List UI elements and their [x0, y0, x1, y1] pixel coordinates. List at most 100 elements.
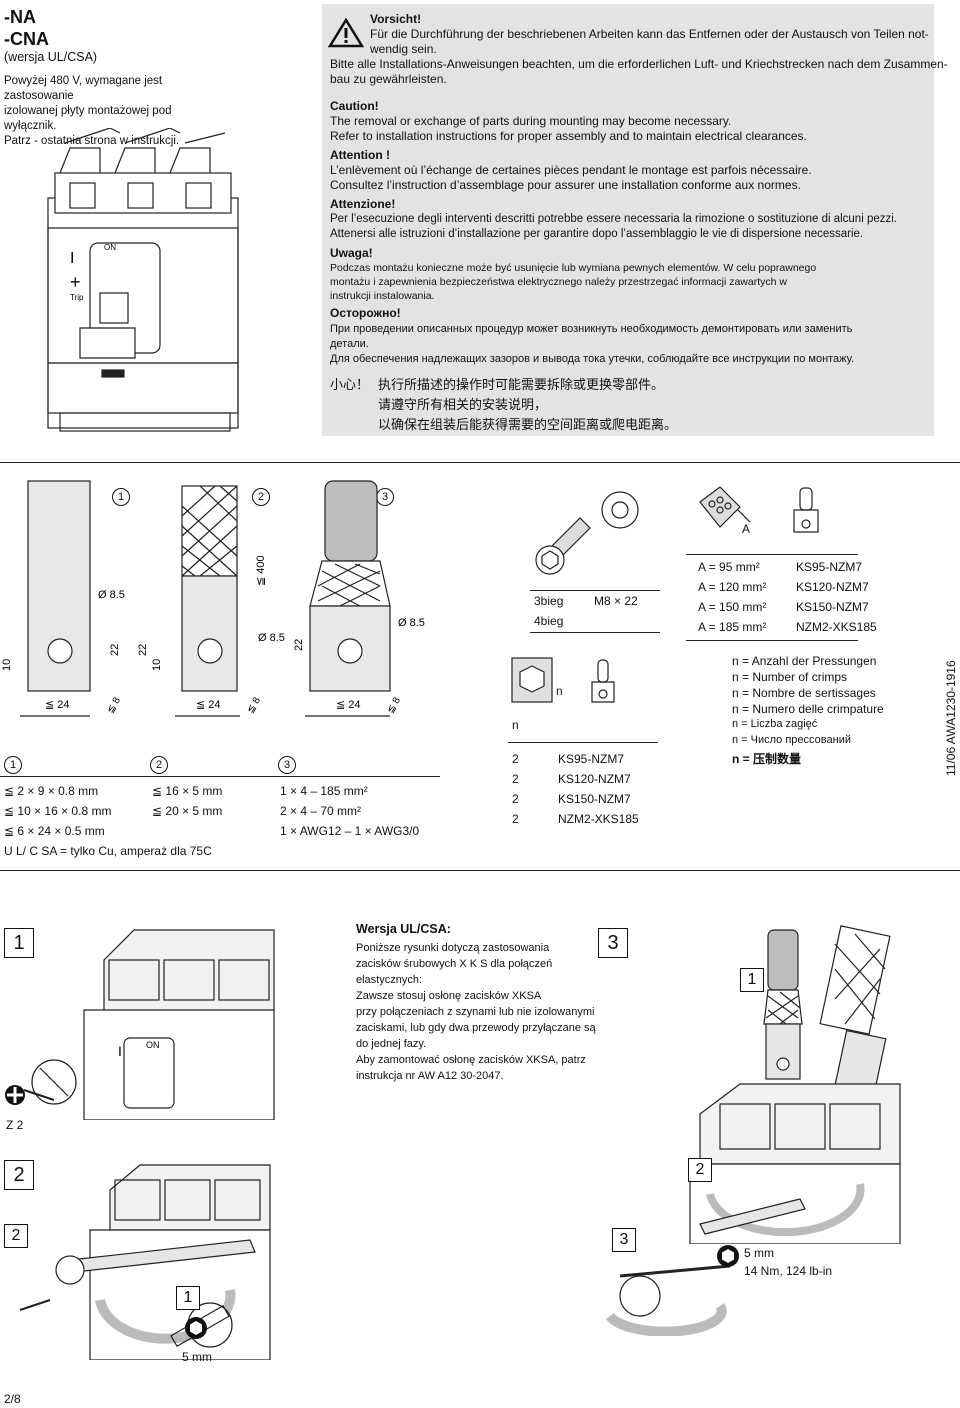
spec-callout-3: 3 — [278, 756, 296, 774]
warn-zh-head: 小心！ — [330, 377, 370, 392]
spec-callout-1: 1 — [4, 756, 22, 774]
hex-key-icon — [185, 1317, 207, 1339]
plus-icon: + — [70, 272, 81, 292]
screw-row2: 4bieg — [534, 614, 564, 628]
warn-pl-head: Uwaga! — [330, 246, 373, 260]
spec-3c: 1 × AWG12 – 1 × AWG3/0 — [280, 824, 420, 838]
dim-8-b: ≦ 8 — [245, 695, 263, 715]
ul-line: przy połączeniach z szynami lub nie izol… — [356, 1006, 595, 1018]
divider-top — [0, 462, 960, 463]
warn-zh-2: 请遵守所有相关的安装说明， — [378, 397, 548, 412]
cable-lug-drawing — [699, 486, 819, 533]
terminal-n-header: n — [512, 718, 519, 732]
warn-it-1: Per l’esecuzione degli interventi descri… — [330, 213, 897, 225]
warn-en-1: The removal or exchange of parts during … — [330, 114, 732, 128]
conductor-drawings: 10 22 Ø 8.5 ≦ 24 ≦ 8 22 10 Ø 8.5 ≦ 400 ≦… — [1, 480, 425, 717]
ul-line: Poniższe rysunki dotyczą zastosowania — [356, 942, 550, 954]
dim-10-b: 10 — [151, 659, 163, 671]
callout-2: 2 — [252, 488, 270, 506]
spec-3a: 1 × 4 – 185 mm² — [280, 784, 368, 798]
warn-ru-2: детали. — [330, 338, 369, 350]
crimp-zh: n = 压制数量 — [732, 752, 802, 766]
crimp-pl: n = Liczba zagięć — [732, 718, 818, 730]
screw-row1b: M8 × 22 — [594, 594, 638, 608]
circuit-breaker-drawing: ON I Trip + — [47, 128, 239, 432]
crimp-de: n = Anzahl der Pressungen — [732, 654, 877, 668]
spec-1c: ≦ 6 × 24 × 0.5 mm — [4, 824, 105, 838]
warning-box: Vorsicht! Für die Durchführung der besch… — [322, 4, 948, 436]
version-subtitle: (wersja UL/CSA) — [4, 50, 98, 64]
step2-small-box: 2 — [4, 1224, 28, 1248]
ul-line: instrukcja nr AW A12 30-2047. — [356, 1070, 504, 1082]
spec-1b: ≦ 10 × 16 × 0.8 mm — [4, 804, 112, 818]
dim-8-c: ≦ 8 — [385, 695, 403, 715]
spec-callout-2: 2 — [150, 756, 168, 774]
crimp-en: n = Number of crimps — [732, 670, 848, 684]
document-code: 11/06 AWA1230-1916 — [944, 660, 958, 776]
voltage-note: Powyżej 480 V, wymagane jest zastosowani… — [4, 75, 180, 147]
spec-2a: ≦ 16 × 5 mm — [152, 784, 223, 798]
torque-hex-key-icon — [717, 1245, 739, 1267]
z2-label: Z 2 — [6, 1118, 24, 1132]
hex-size-label: 5 mm — [182, 1350, 212, 1364]
dim-85-b: Ø 8.5 — [258, 632, 285, 644]
step1-i-label: I — [118, 1043, 122, 1059]
warn-pl-2: montażu i zapewnienia bezpieczeństwa ele… — [330, 276, 787, 288]
screw-drawing — [535, 491, 639, 575]
terminal-rule — [508, 742, 658, 743]
ul-section-head: Wersja UL/CSA: — [356, 922, 451, 936]
warn-en-2: Refer to installation instructions for p… — [330, 129, 807, 143]
warn-zh-1: 执行所描述的操作时可能需要拆除或更换零部件。 — [378, 377, 665, 392]
dim-10-a: 10 — [1, 659, 13, 671]
trip-label: Trip — [70, 293, 84, 302]
warn-en-head: Caution! — [330, 99, 379, 113]
lug-rule-bottom — [686, 640, 858, 641]
ul-line: zaciskami, lub gdy dwa przewody przyłącz… — [356, 1022, 596, 1034]
dim-85-c: Ø 8.5 — [398, 617, 425, 629]
dim-85-a: Ø 8.5 — [98, 589, 125, 601]
lug-rule — [686, 554, 858, 555]
torque-value: 14 Nm, 124 lb-in — [744, 1264, 833, 1278]
spec-3b: 2 × 4 – 70 mm² — [280, 804, 362, 818]
step3-small-box-1: 1 — [740, 968, 764, 992]
warning-triangle-icon — [328, 18, 364, 48]
dim-400: ≦ 400 — [255, 555, 267, 586]
dim-24-b: ≦ 24 — [196, 699, 221, 711]
dim-24-a: ≦ 24 — [45, 699, 70, 711]
screw-row1a: 3bieg — [534, 594, 564, 608]
crimp-it: n = Numero delle crimpature — [732, 702, 884, 716]
step3-small-box-2: 2 — [688, 1158, 712, 1182]
step-box-2: 2 — [4, 1160, 34, 1190]
crimp-legend: n = Anzahl der Pressungen n = Number of … — [732, 654, 884, 768]
spec-1a: ≦ 2 × 9 × 0.8 mm — [4, 784, 99, 798]
warn-it-2: Attenersi alle istruzioni d’installazion… — [330, 228, 864, 240]
i-label: I — [70, 250, 74, 267]
warn-fr-2: Consultez l’instruction d’assemblage pou… — [330, 178, 801, 192]
warn-it-head: Attenzione! — [330, 197, 396, 211]
warn-de-2: wendig sein. — [370, 42, 437, 56]
phillips-screwdriver-icon — [5, 1085, 25, 1105]
step1-drawing: ON I — [23, 929, 275, 1120]
warn-de-4: bau zu gewährleisten. — [330, 72, 447, 86]
crimp-ru: n = Число прессований — [732, 734, 851, 746]
ul-line: Aby zamontować osłonę zacisków XKSA, pat… — [356, 1054, 586, 1066]
warn-pl-3: instrukcji instalowania. — [330, 290, 435, 302]
warn-de-head: Vorsicht! — [370, 12, 422, 26]
crimp-fr: n = Nombre de sertissages — [732, 686, 876, 700]
dim-24-c: ≦ 24 — [336, 699, 361, 711]
terminal-n-label: n — [556, 684, 563, 698]
dim-22-c: 22 — [293, 639, 305, 651]
torque-size: 5 mm — [744, 1246, 774, 1260]
spec-2b: ≦ 20 × 5 mm — [152, 804, 223, 818]
terminal-block-drawing — [511, 657, 615, 703]
warn-pl-1: Podczas montażu konieczne może być usuni… — [330, 262, 817, 274]
ul-section-body: Poniższe rysunki dotyczą zastosowania za… — [356, 940, 596, 1084]
dim-22-b: 22 — [137, 644, 149, 656]
